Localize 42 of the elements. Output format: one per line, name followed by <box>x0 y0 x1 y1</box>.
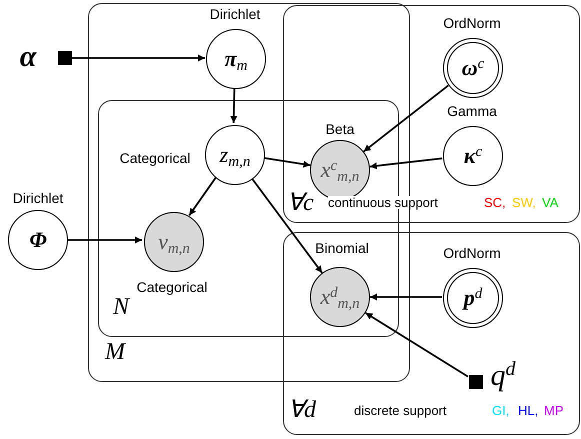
arrow <box>262 156 311 168</box>
distribution-label: Categorical <box>136 280 208 294</box>
distribution-label: Beta <box>326 122 354 136</box>
parameter-symbol: q$^{d}$ <box>490 361 516 391</box>
arrow <box>363 84 449 152</box>
plate-caption: VA <box>542 196 558 209</box>
plate-index-label: M <box>105 340 125 364</box>
hyperparameter-square <box>469 375 483 389</box>
plate-caption: GI, <box>492 404 510 417</box>
arrow <box>188 177 217 216</box>
plate-caption: discrete support <box>354 404 446 417</box>
variable-symbol: ω$^{c}$ <box>462 57 484 79</box>
distribution-label: Dirichlet <box>12 191 64 205</box>
arrow <box>72 54 205 62</box>
hyperparameter-square <box>58 51 72 65</box>
plate-caption: SW, <box>512 196 536 209</box>
plate-caption: HL, <box>518 404 538 417</box>
variable-symbol: z$_{m,n}$ <box>220 144 250 166</box>
arrow <box>365 312 468 378</box>
arrow <box>230 88 238 124</box>
parameter-symbol: α <box>20 42 36 72</box>
plate-index-label: ∀c <box>287 191 314 215</box>
plate-index-label: N <box>113 295 130 319</box>
distribution-label: Dirichlet <box>210 7 260 21</box>
distribution-label: Binomial <box>315 241 369 255</box>
variable-symbol: π$_{m}$ <box>224 48 248 70</box>
arrow <box>250 176 323 274</box>
plate-caption: SC, <box>484 196 506 209</box>
plate-index-label: ∀d <box>288 398 316 422</box>
distribution-label: OrdNorm <box>443 246 501 260</box>
variable-symbol: Φ <box>29 229 47 251</box>
variable-symbol: κ$^{c}$ <box>464 145 482 167</box>
arrow <box>370 158 442 170</box>
arrow <box>370 294 442 300</box>
distribution-label: Categorical <box>120 151 190 165</box>
variable-symbol: p$^{d}$ <box>464 287 482 309</box>
plate-caption: continuous support <box>328 196 438 209</box>
arrow <box>68 236 142 244</box>
distribution-label: Gamma <box>447 104 497 118</box>
plate-caption: MP <box>544 404 564 417</box>
variable-symbol: v$_{m,n}$ <box>158 231 190 253</box>
distribution-label: OrdNorm <box>443 16 501 30</box>
